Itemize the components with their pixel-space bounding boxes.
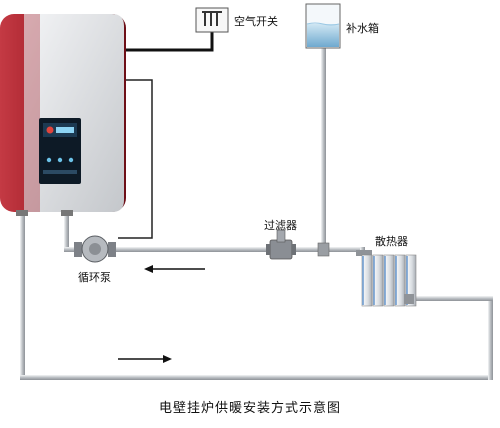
filter-body [269, 239, 293, 260]
radiator: 散热器 [356, 234, 417, 307]
supply-pipe [64, 247, 364, 252]
tank-label: 补水箱 [346, 21, 379, 35]
flow-arrow-supply [144, 265, 205, 273]
circulation-pump: 循环泵 [74, 235, 116, 284]
air-switch-label: 空气开关 [234, 14, 278, 28]
wall-hung-boiler [0, 14, 126, 216]
switch-icon [202, 11, 222, 26]
return-pipe-bottom [20, 375, 493, 380]
radiator-label: 散热器 [375, 234, 408, 248]
boiler-outlet-pipe [64, 212, 69, 252]
control-knob-icon [46, 157, 52, 163]
pump-label: 循环泵 [78, 271, 111, 284]
air-switch: 空气开关 [195, 7, 278, 33]
arrow-left-icon [144, 265, 153, 273]
tank-water [307, 24, 339, 47]
radiator-return-pipe [410, 296, 493, 301]
return-pipe-left [20, 212, 25, 380]
tee-joint [317, 242, 330, 257]
arrow-right-icon [163, 355, 172, 363]
makeup-water-pipe [321, 48, 326, 251]
pipe-network [20, 32, 493, 380]
filter-label: 过滤器 [264, 219, 297, 232]
return-pipe-right [488, 296, 493, 380]
power-cable [124, 32, 214, 52]
flow-arrow-return [118, 355, 172, 363]
makeup-water-tank: 补水箱 [305, 3, 379, 49]
diagram-caption: 电壁挂炉供暖安装方式示意图 [159, 400, 341, 416]
filter: 过滤器 [264, 219, 297, 260]
